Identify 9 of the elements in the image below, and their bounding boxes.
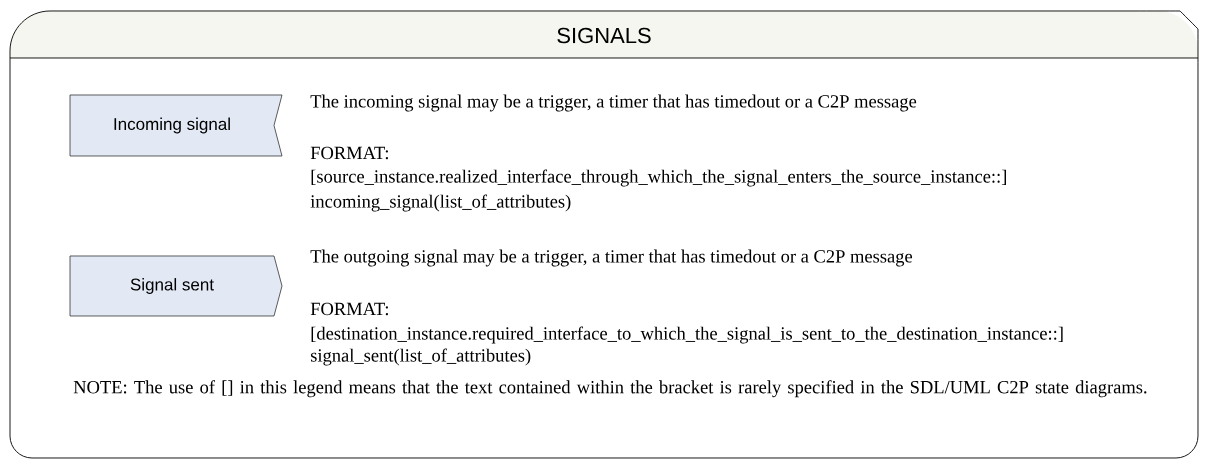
description-text: FORMAT: xyxy=(310,146,388,160)
description-text: The incoming signal may be a trigger, a timer that has timedout or a C2P message xyxy=(310,94,917,112)
description-text: FORMAT: xyxy=(310,302,388,316)
description-text: The outgoing signal may be a trigger, a timer that has timedout or a C2P message xyxy=(310,249,913,267)
description-text: [destination_instance.required_interface_to_which_the_signal_is_sent_to_the_destination_instance::] xyxy=(311,326,1063,344)
note-text: NOTE: The use of [] in this legend means that the text contained within the bracket is rarely specified in the SDL/UML C2P state diagrams. xyxy=(73,380,1147,398)
description-text: [source_instance.realized_interface_through_which_the_signal_enters_the_source_instance::] xyxy=(311,169,1006,187)
description-text: signal_sent(list_of_attributes) xyxy=(310,348,531,366)
description-text: incoming_signal(list_of_attributes) xyxy=(310,194,571,212)
